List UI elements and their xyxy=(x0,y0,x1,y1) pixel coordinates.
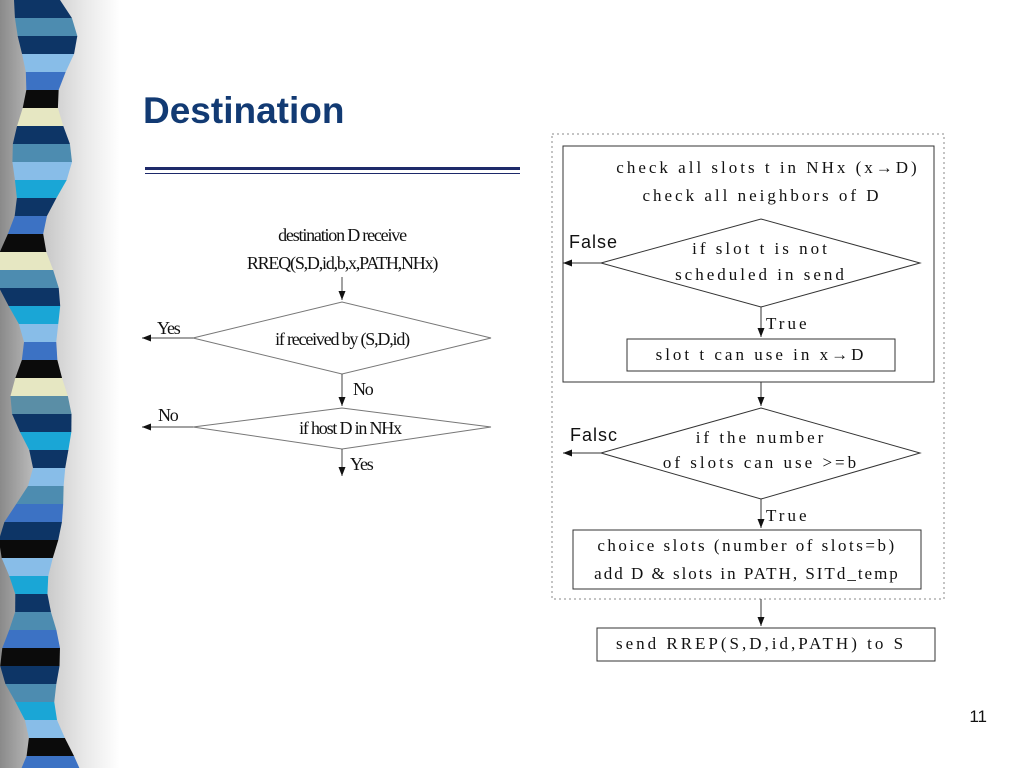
check-slots-line1: check all slots t in NHx (x→D) xyxy=(616,158,919,177)
slot-use-box xyxy=(626,338,896,372)
strip-segment xyxy=(0,648,60,666)
slot-use-label: slot t can use in x→D xyxy=(656,345,867,364)
choice-line2: add D & slots in PATH, SITd_temp xyxy=(594,564,900,583)
decision-received-no-label: No xyxy=(353,379,374,399)
decision-count-true-label: True xyxy=(766,506,810,525)
send-label: send RREP(S,D,id,PATH) to S xyxy=(616,634,906,653)
choice-line1: choice slots (number of slots=b) xyxy=(597,536,896,555)
decision-host-no-label: No xyxy=(158,405,179,425)
strip-segment xyxy=(0,540,59,558)
strip-segment xyxy=(12,126,70,144)
strip-segment xyxy=(14,180,67,198)
strip-segment xyxy=(1,558,53,576)
strip-segment xyxy=(27,468,66,486)
decision-received-label: if received by (S,D,id) xyxy=(275,329,410,350)
strip-segment xyxy=(12,414,72,432)
decision-host-shape xyxy=(192,407,492,450)
decision-slot-true-label: True xyxy=(766,314,810,333)
strip-segment xyxy=(5,684,57,702)
strip-segment xyxy=(9,576,49,594)
send-box xyxy=(596,627,936,662)
choice-box xyxy=(572,529,922,590)
decision-slot-line1: if slot t is not xyxy=(692,239,830,258)
strip-segment xyxy=(2,630,60,648)
strip-segment xyxy=(25,72,66,90)
strip-segment xyxy=(12,162,72,180)
strip-segment xyxy=(0,252,54,270)
strip-segment xyxy=(0,666,60,684)
decision-count-line2: of slots can use >=b xyxy=(663,453,859,472)
strip-segment xyxy=(0,270,59,288)
strip-segment xyxy=(10,378,68,396)
strip-segment xyxy=(16,486,64,504)
decorative-color-strip xyxy=(0,0,80,768)
strip-segment xyxy=(10,396,72,414)
decision-count-line1: if the number xyxy=(696,428,827,447)
decision-received-yes-label: Yes xyxy=(157,318,181,338)
title-underline-thin xyxy=(145,173,520,174)
decision-count-shape xyxy=(599,407,922,500)
strip-segment xyxy=(7,216,47,234)
strip-segment xyxy=(22,54,75,72)
strip-segment xyxy=(4,504,64,522)
strip-segment xyxy=(17,36,78,54)
strip-segment xyxy=(15,594,51,612)
start-label-line1: destination D receive xyxy=(278,225,407,245)
strip-segment xyxy=(9,612,57,630)
decision-host-yes-label: Yes xyxy=(350,454,374,474)
title-underline-thick xyxy=(145,167,520,170)
strip-segment xyxy=(14,198,57,216)
strip-segment xyxy=(17,108,64,126)
strip-segment xyxy=(15,702,58,720)
page-number: 11 xyxy=(969,707,987,726)
strip-segment xyxy=(14,0,72,18)
check-slots-line2: check all neighbors of D xyxy=(642,186,881,205)
strip-segment xyxy=(0,234,47,252)
strip-segment xyxy=(15,360,63,378)
strip-segment xyxy=(14,18,78,36)
decision-received-shape xyxy=(192,301,492,375)
strip-segment xyxy=(0,288,61,306)
strip-segment xyxy=(22,90,59,108)
left-flowchart: destination D receive RREQ(S,D,id,b,x,PA… xyxy=(142,225,492,476)
strip-segment xyxy=(0,522,62,540)
strip-segment xyxy=(19,432,72,450)
decision-host-label: if host D in NHx xyxy=(299,418,402,438)
strip-segment xyxy=(12,144,72,162)
strip-segment xyxy=(18,324,59,342)
strip-segment xyxy=(24,720,65,738)
right-flowchart: check all slots t in NHx (x→D) check all… xyxy=(551,133,945,662)
slide-title: Destination xyxy=(143,90,345,131)
strip-segment xyxy=(29,450,69,468)
decision-slot-shape xyxy=(599,218,922,308)
decision-count-false-label: Falsc xyxy=(570,425,618,445)
strip-segment xyxy=(8,306,61,324)
strip-segment xyxy=(21,342,58,360)
dotted-group-frame xyxy=(551,133,945,600)
decision-slot-line2: scheduled in send xyxy=(675,265,847,284)
strip-segment xyxy=(26,738,74,756)
decision-slot-false-label: False xyxy=(569,232,618,252)
strip-segment xyxy=(21,756,80,768)
start-label-line2: RREQ(S,D,id,b,x,PATH,NHx) xyxy=(247,253,439,274)
